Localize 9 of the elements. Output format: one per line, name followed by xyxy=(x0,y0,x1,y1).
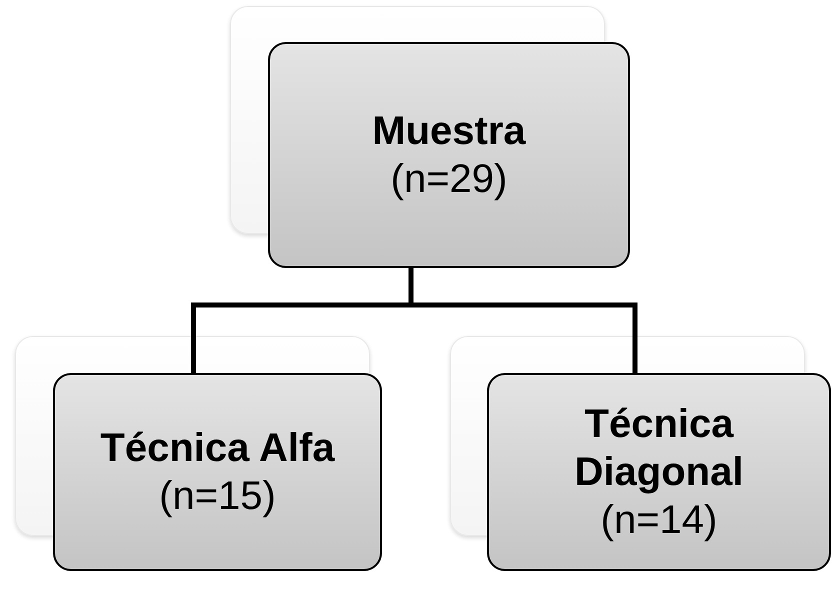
sample-size: (n=15) xyxy=(159,473,276,520)
box-title: Técnica Diagonal xyxy=(574,401,744,496)
box-title: Muestra xyxy=(372,108,526,155)
process-box xyxy=(487,373,831,571)
sample-size: (n=29) xyxy=(390,156,508,203)
process-box xyxy=(268,42,630,268)
box-title: Técnica Alfa xyxy=(100,425,335,472)
sample-size: (n=14) xyxy=(600,497,718,544)
process-box xyxy=(53,373,382,571)
